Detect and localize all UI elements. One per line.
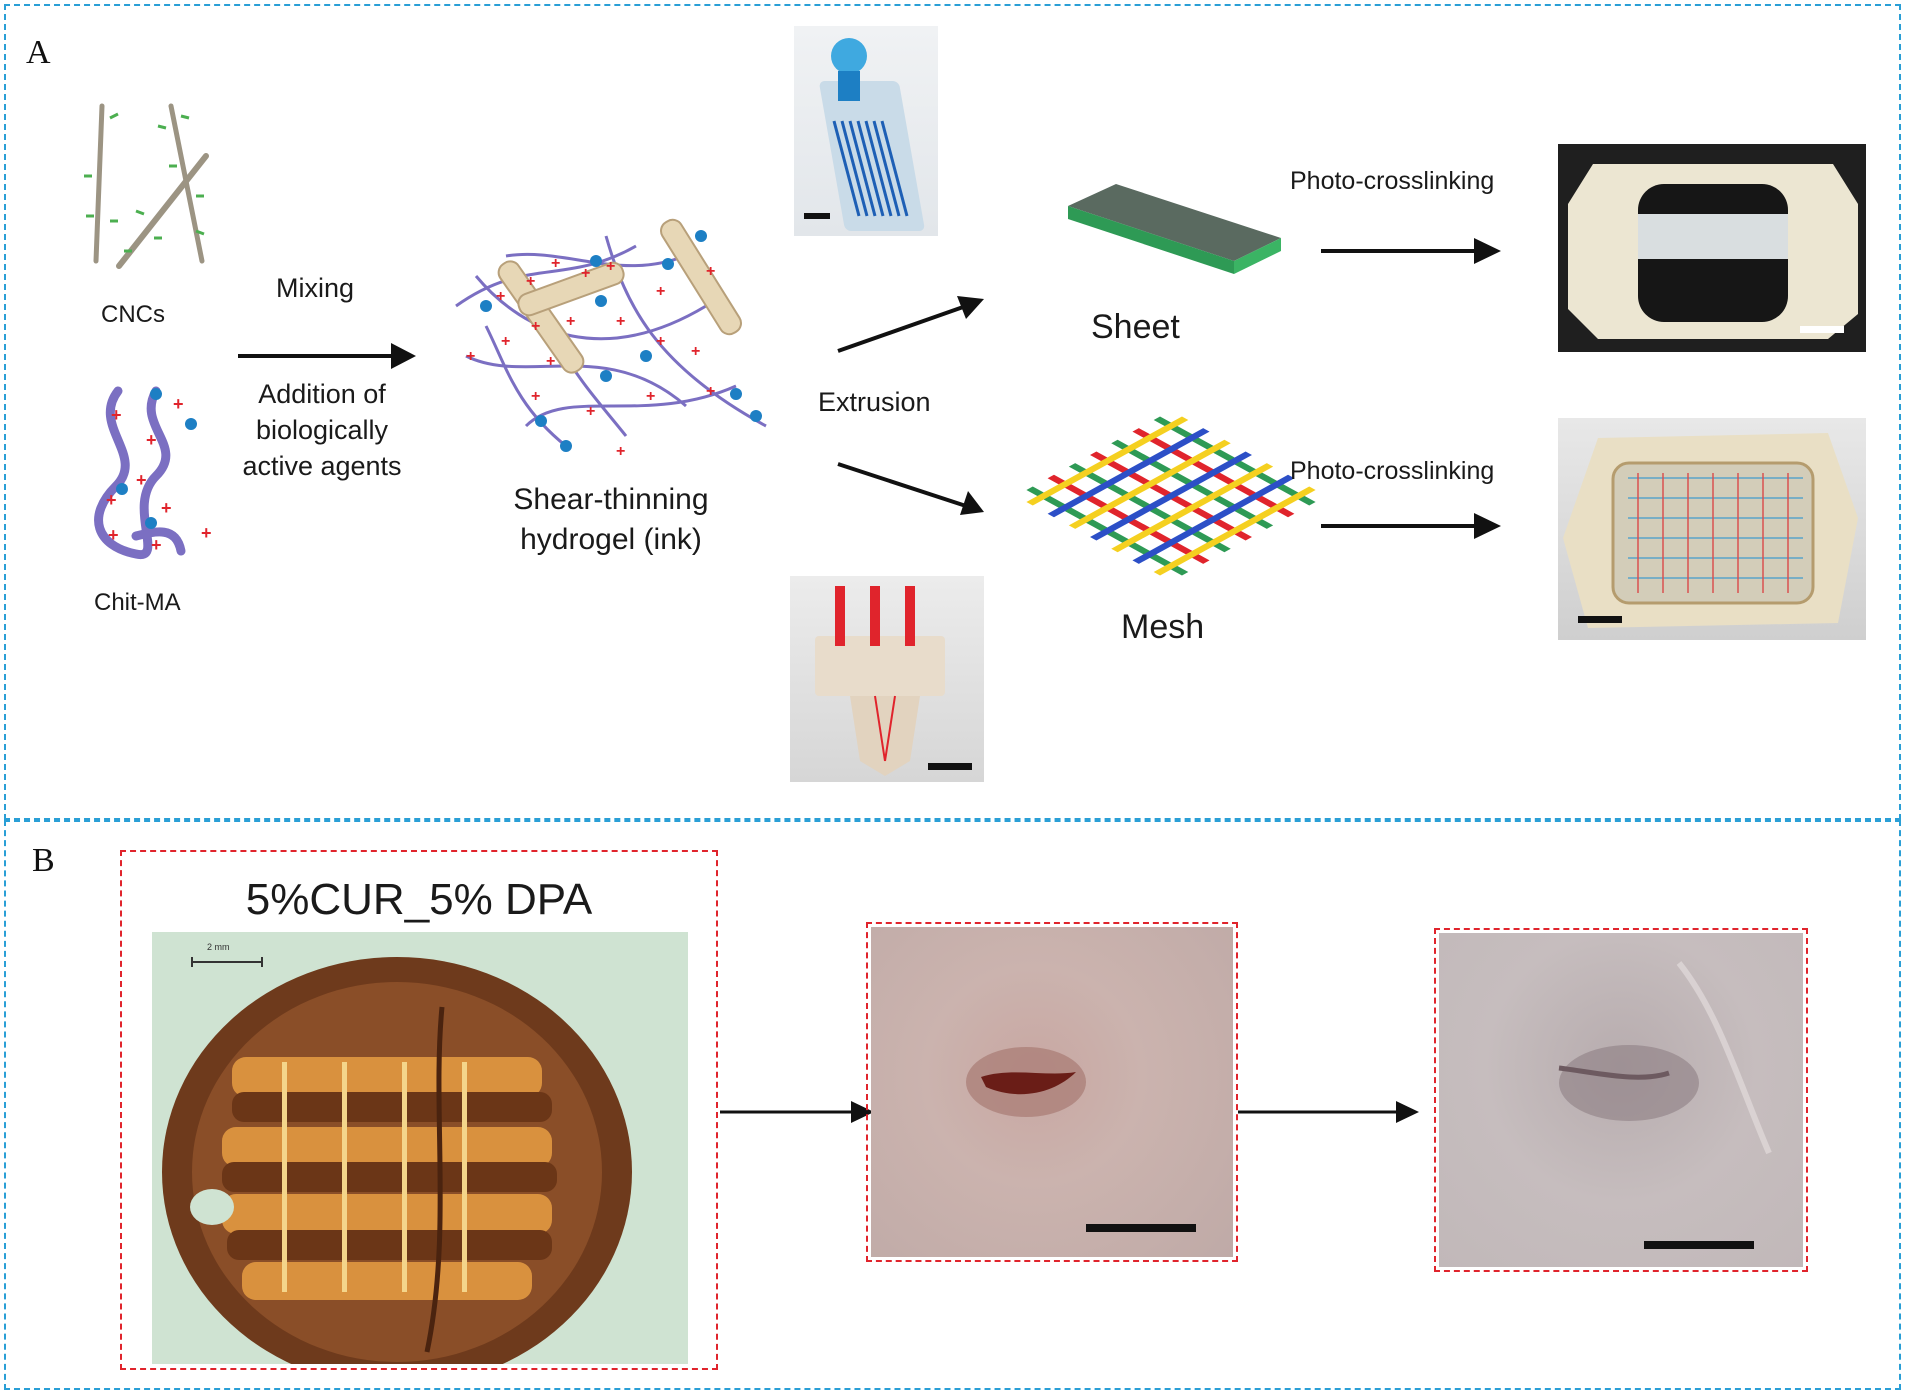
mesh-crosslinked-photo xyxy=(1558,418,1866,640)
mixing-label: Mixing xyxy=(276,273,355,303)
svg-text:+: + xyxy=(466,348,475,365)
svg-text:+: + xyxy=(656,283,665,300)
mesh-illustration xyxy=(1026,416,1316,576)
mixing-arrow xyxy=(238,343,416,369)
cncs-label: CNCs xyxy=(101,301,165,328)
scale-bar-text: 2 mm xyxy=(207,942,230,952)
printed-scaffold-photo: 2 mm xyxy=(152,932,688,1364)
wound-day-0-frame xyxy=(866,922,1238,1262)
svg-text:+: + xyxy=(111,405,122,425)
svg-text:+: + xyxy=(496,288,505,305)
panel-b: B 5%CUR_5% DPA xyxy=(4,820,1901,1390)
svg-text:+: + xyxy=(706,383,715,400)
photo-crosslinking-top-label: Photo-crosslinking xyxy=(1290,167,1495,195)
svg-text:+: + xyxy=(691,343,700,360)
svg-text:+: + xyxy=(531,388,540,405)
svg-text:+: + xyxy=(531,318,540,335)
svg-text:+: + xyxy=(566,313,575,330)
panel-a: A + + + + + + xyxy=(4,4,1901,820)
svg-text:+: + xyxy=(546,353,555,370)
extrusion-arrow-down xyxy=(837,462,984,515)
sheet-illustration xyxy=(1068,184,1281,274)
svg-text:+: + xyxy=(581,265,590,282)
mesh-label: Mesh xyxy=(1121,608,1205,646)
panel-b-arrows xyxy=(720,1101,1419,1123)
photo-crosslinking-bottom-label: Photo-crosslinking xyxy=(1290,457,1495,485)
ink-label-1: Shear-thinning xyxy=(513,483,709,516)
svg-text:+: + xyxy=(161,498,172,518)
extrusion-arrow-up xyxy=(837,296,984,353)
cnc-bundles xyxy=(497,218,742,374)
svg-text:+: + xyxy=(526,273,535,290)
svg-text:+: + xyxy=(108,525,119,545)
printed-sample-frame: 5%CUR_5% DPA xyxy=(120,850,718,1370)
svg-text:+: + xyxy=(646,388,655,405)
wound-healed-frame xyxy=(1434,928,1808,1272)
panel-b-letter: B xyxy=(32,842,55,879)
ink-label-2: hydrogel (ink) xyxy=(520,523,702,556)
addition-label-2: biologically xyxy=(255,415,389,445)
wound-healed-photo xyxy=(1439,933,1803,1267)
mesh-nozzle-photo xyxy=(790,576,984,782)
svg-text:+: + xyxy=(616,443,625,460)
svg-text:+: + xyxy=(136,470,147,490)
extrusion-label: Extrusion xyxy=(818,387,931,417)
cnc-rods-illustration xyxy=(84,103,209,269)
svg-text:+: + xyxy=(551,255,560,272)
addition-label-1: Addition of xyxy=(258,379,386,409)
chit-ma-illustration: + + + + + + + + + xyxy=(94,386,212,559)
svg-text:+: + xyxy=(586,403,595,420)
sheet-crosslinked-photo xyxy=(1558,144,1866,352)
svg-text:+: + xyxy=(106,490,117,510)
chit-ma-label: Chit-MA xyxy=(94,589,181,616)
svg-text:+: + xyxy=(656,333,665,350)
svg-text:+: + xyxy=(616,313,625,330)
svg-text:+: + xyxy=(146,430,157,450)
panel-a-letter: A xyxy=(26,34,51,71)
svg-text:+: + xyxy=(173,394,184,414)
svg-text:+: + xyxy=(151,535,162,555)
sample-title: 5%CUR_5% DPA xyxy=(245,875,593,924)
photo-crosslinking-arrow-top xyxy=(1321,238,1501,264)
addition-label-3: active agents xyxy=(242,451,402,481)
svg-text:+: + xyxy=(706,263,715,280)
hydrogel-ink-illustration: + + + + + + + + + + + + + + + + + + + + xyxy=(455,218,767,460)
svg-text:+: + xyxy=(606,258,615,275)
sheet-label: Sheet xyxy=(1091,308,1180,346)
panel-a-graphics: + + + + + + + + + xyxy=(84,103,1501,576)
svg-text:+: + xyxy=(201,523,212,543)
svg-text:+: + xyxy=(501,333,510,350)
photo-crosslinking-arrow-bottom xyxy=(1321,513,1501,539)
wound-day-0-photo xyxy=(871,927,1233,1257)
sheet-nozzle-photo xyxy=(794,26,938,236)
